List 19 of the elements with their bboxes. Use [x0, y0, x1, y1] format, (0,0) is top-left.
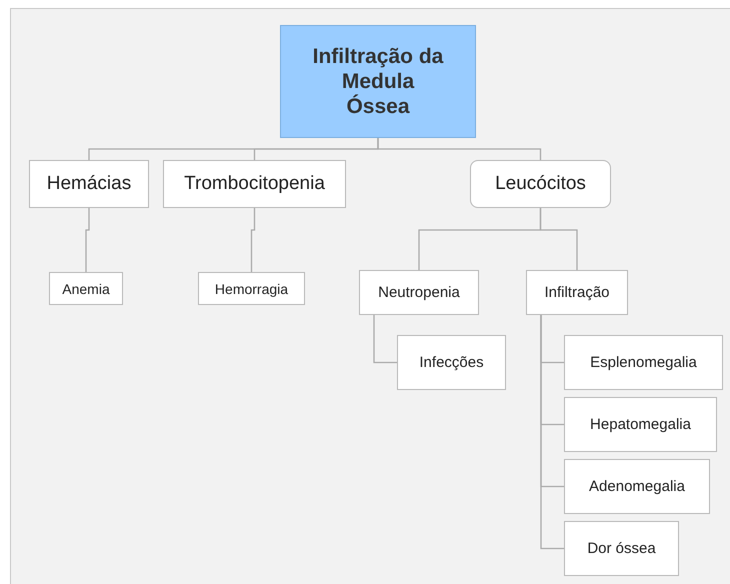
- connector-line: [373, 315, 397, 364]
- connector-line: [377, 138, 542, 160]
- connector-line: [540, 315, 564, 550]
- topic-box: Esplenomegalia: [564, 335, 723, 390]
- connector-line: [540, 208, 578, 270]
- topic-box: Dor óssea: [564, 521, 679, 576]
- topic-box: Hepatomegalia: [564, 397, 717, 452]
- topic-box: Anemia: [49, 272, 123, 305]
- root-topic-box: Infiltração da Medula Óssea: [280, 25, 476, 138]
- connector-line: [250, 208, 256, 272]
- topic-box: Infecções: [397, 335, 506, 390]
- topic-box: Leucócitos: [470, 160, 611, 208]
- connector-line: [85, 208, 90, 272]
- topic-box: Adenomegalia: [564, 459, 710, 514]
- topic-box: Hemácias: [29, 160, 149, 208]
- topic-box: Infiltração: [526, 270, 628, 315]
- topic-box: Hemorragia: [198, 272, 305, 305]
- topic-box: Trombocitopenia: [163, 160, 346, 208]
- topic-box: Neutropenia: [359, 270, 479, 315]
